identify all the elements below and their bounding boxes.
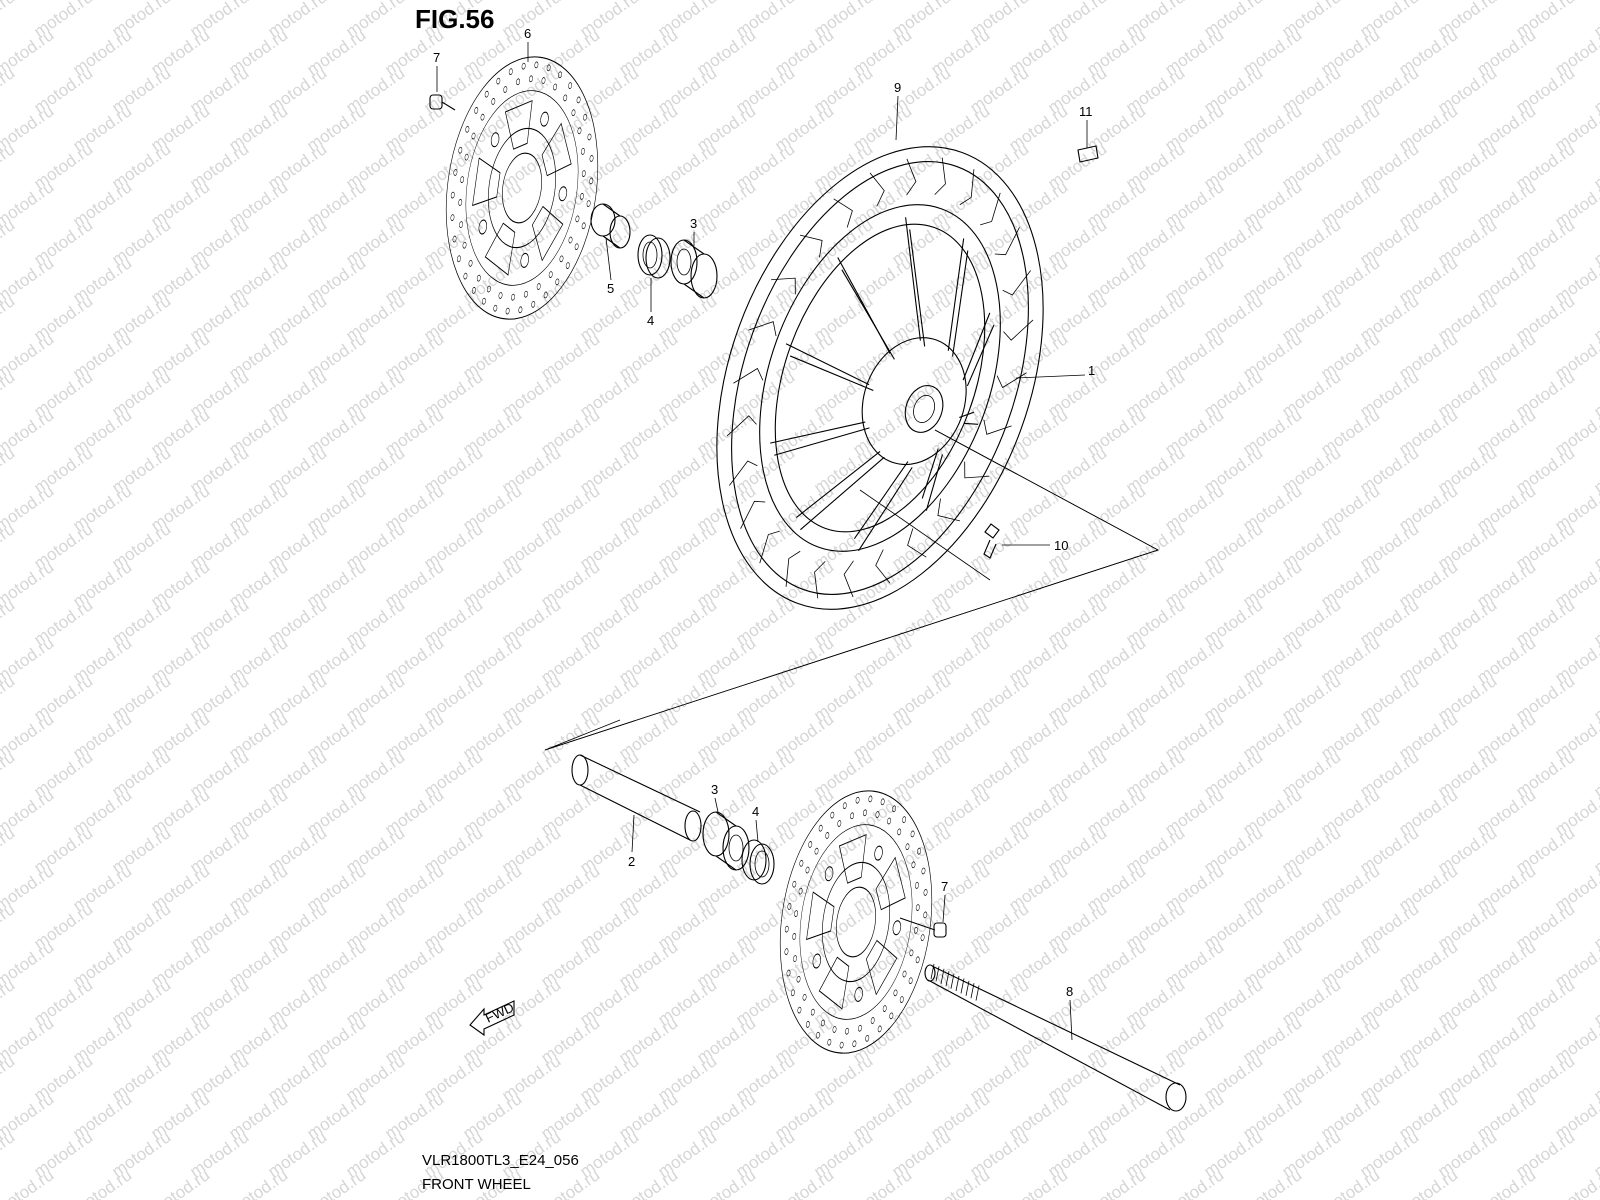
axle-collar <box>571 754 702 842</box>
model-code: VLR1800TL3_E24_056 <box>422 1152 579 1169</box>
figure-title: FIG.56 <box>415 4 495 34</box>
watermark-text: motod.ru <box>0 823 18 877</box>
callout-5: 5 <box>607 281 614 296</box>
watermark-text: motod.ru <box>0 899 18 953</box>
watermark-text: motod.ru <box>537 1165 603 1200</box>
watermark-text: motod.ru <box>1395 1165 1461 1200</box>
brake-disc-upper <box>445 56 599 320</box>
callout-9: 9 <box>894 80 901 95</box>
disc-bolt-upper <box>429 94 456 111</box>
bearing-upper <box>670 239 718 299</box>
disc-bolt-lower <box>899 917 947 938</box>
assembly-guide-lines <box>544 429 1160 751</box>
watermark-text: motod.ru <box>0 671 18 725</box>
callout-numbers: 6 7 5 4 3 9 11 1 10 3 4 2 7 8 <box>433 26 1095 999</box>
callout-11: 11 <box>1079 104 1093 119</box>
oil-seal-lower <box>741 839 775 885</box>
valve-cap <box>1077 145 1099 163</box>
watermark-text: motod.ru <box>693 1165 759 1200</box>
watermark-text: motod.ru <box>0 595 18 649</box>
watermark-text: motod.ru <box>771 1165 837 1200</box>
watermark-text: motod.ru <box>1161 1165 1227 1200</box>
watermark-text: motod.ru <box>0 367 18 421</box>
spacer <box>590 203 631 249</box>
watermark-text: motod.ru <box>147 1165 213 1200</box>
watermark-text: motod.ru <box>1005 1165 1071 1200</box>
callout-2: 2 <box>628 854 635 869</box>
watermark-text: motod.ru <box>0 291 18 345</box>
callout-7-upper: 7 <box>433 50 440 65</box>
tire-valve <box>983 523 1000 559</box>
watermark-text: motod.ru <box>0 975 18 1029</box>
front-wheel-assembly <box>716 146 1044 610</box>
watermark-text: motod.ru <box>0 747 18 801</box>
callout-8: 8 <box>1066 984 1073 999</box>
callout-leaders <box>436 42 1088 1041</box>
watermark-text: motod.ru <box>0 519 18 573</box>
watermark-text: motod.ru <box>0 215 18 269</box>
front-axle <box>924 963 1187 1112</box>
watermark-text: motod.ru <box>1473 1165 1539 1200</box>
callout-10: 10 <box>1054 538 1068 553</box>
callout-4-lower: 4 <box>752 804 759 819</box>
watermark-text: motod.ru <box>0 139 18 193</box>
watermark-text: motod.ru <box>0 63 18 117</box>
callout-6-upper: 6 <box>524 26 531 41</box>
brake-disc-lower <box>779 790 933 1054</box>
bearing-lower <box>702 811 750 871</box>
watermark-text: motod.ru <box>1317 1165 1383 1200</box>
watermark-text: motod.ru <box>1239 1165 1305 1200</box>
callout-3-lower: 3 <box>711 782 718 797</box>
watermark-text: motod.ru <box>303 1165 369 1200</box>
oil-seal-upper <box>637 234 671 279</box>
watermark-text: motod.ru <box>0 1127 18 1181</box>
watermark-text: motod.ru <box>615 1165 681 1200</box>
watermark-text: motod.ru <box>69 1165 135 1200</box>
watermark-text: motod.ru <box>0 1165 57 1200</box>
callout-4-upper: 4 <box>647 313 654 328</box>
callout-7-lower: 7 <box>941 879 948 894</box>
watermark-text: motod.ru <box>0 0 18 41</box>
callout-1: 1 <box>1088 363 1095 378</box>
watermark-text: motod.ru <box>0 443 18 497</box>
watermark-text: motod.ru <box>225 1165 291 1200</box>
watermark-text: motod.ru <box>927 1165 993 1200</box>
watermark-text: motod.ru <box>1083 1165 1149 1200</box>
watermark-text: motod.ru <box>0 1051 18 1105</box>
section-name: FRONT WHEEL <box>422 1176 531 1193</box>
callout-3-upper: 3 <box>690 216 697 231</box>
watermark-text: motod.ru <box>849 1165 915 1200</box>
